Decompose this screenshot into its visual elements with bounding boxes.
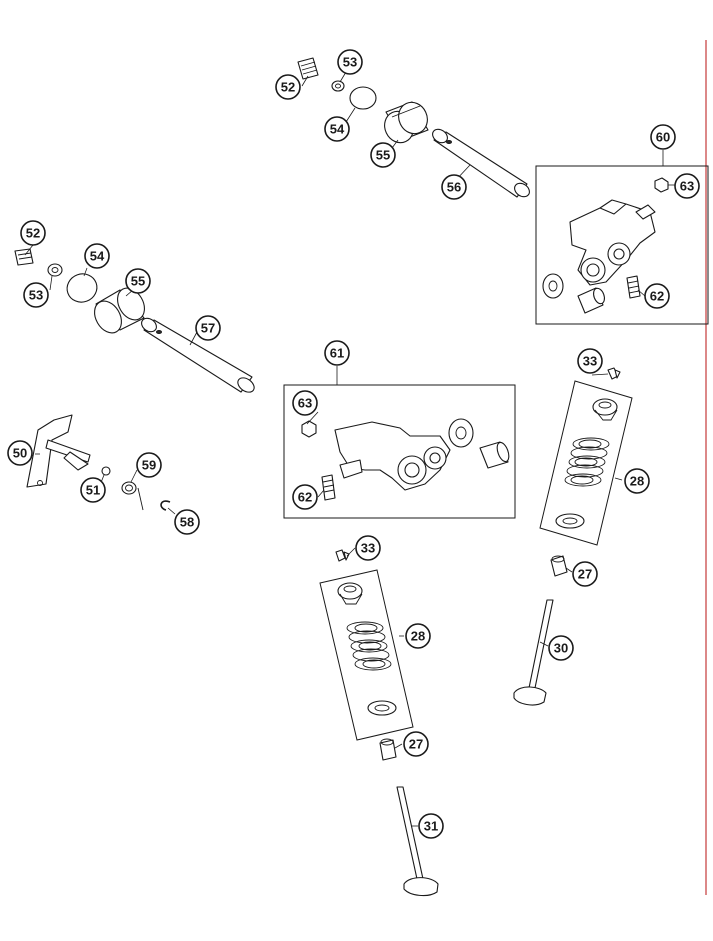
decompression-shaft xyxy=(26,414,91,488)
callout-33-left: 33 xyxy=(355,535,381,561)
callout-51: 51 xyxy=(80,477,106,503)
callout-label: 30 xyxy=(554,641,568,656)
valve-spring-left xyxy=(346,621,392,671)
valve-spring-box-right xyxy=(539,380,633,546)
callout-label: 55 xyxy=(131,274,145,289)
callout-61: 61 xyxy=(324,340,350,366)
callout-53-lower: 53 xyxy=(23,282,49,308)
valve-stem-seal-left xyxy=(379,738,397,761)
spring-retainer-right xyxy=(592,398,618,421)
callout-28-right: 28 xyxy=(624,468,650,494)
callout-27-right: 27 xyxy=(572,561,598,587)
spring-seat-right xyxy=(555,513,585,529)
callout-label: 53 xyxy=(343,55,357,70)
callout-58: 58 xyxy=(174,509,200,535)
callout-57: 57 xyxy=(195,315,221,341)
callout-label: 52 xyxy=(281,80,295,95)
upper-shaft-washer xyxy=(331,80,345,92)
callout-label: 33 xyxy=(361,541,375,556)
callout-label: 54 xyxy=(330,122,345,137)
callout-label: 53 xyxy=(29,288,43,303)
callout-label: 56 xyxy=(447,180,461,195)
upper-shaft-screw xyxy=(297,57,319,80)
lower-shaft-o-ring xyxy=(66,273,98,303)
callout-28-left: 28 xyxy=(405,623,431,649)
callout-label: 28 xyxy=(411,629,425,644)
upper-shaft-bushing xyxy=(384,101,429,144)
callout-30: 30 xyxy=(548,635,574,661)
rocker-pin-60 xyxy=(577,287,605,314)
rocker-arm-61 xyxy=(334,421,451,491)
rocker-pin-61 xyxy=(479,441,510,469)
callout-63-upper: 63 xyxy=(674,173,700,199)
upper-shaft-o-ring xyxy=(349,86,377,110)
callout-52-lower: 52 xyxy=(20,220,46,246)
valve-spring-right xyxy=(564,437,610,487)
leader-lines xyxy=(24,71,675,827)
callout-label: 61 xyxy=(330,346,344,361)
callout-label: 62 xyxy=(650,289,664,304)
intake-valve xyxy=(396,786,439,897)
spring-retainer-left xyxy=(337,582,363,605)
callout-label: 50 xyxy=(13,446,27,461)
callout-label: 52 xyxy=(26,226,40,241)
exhaust-valve xyxy=(513,599,554,706)
decompression-ball xyxy=(101,466,111,476)
callout-label: 59 xyxy=(142,458,156,473)
callout-59: 59 xyxy=(136,452,162,478)
callout-label: 58 xyxy=(180,515,194,530)
callout-55-lower: 55 xyxy=(125,268,151,294)
callout-50: 50 xyxy=(7,440,33,466)
callout-54-upper: 54 xyxy=(324,116,350,142)
callout-62-upper: 62 xyxy=(644,283,670,309)
spring-seat-left xyxy=(367,700,397,716)
adjust-screw-60 xyxy=(626,275,641,299)
callout-56: 56 xyxy=(441,174,467,200)
lower-shaft-washer xyxy=(47,263,63,277)
callout-label: 31 xyxy=(424,819,438,834)
rocker-roller-60 xyxy=(542,273,564,299)
valve-stem-seal-right xyxy=(550,555,568,577)
decompression-circlip xyxy=(160,500,171,511)
callout-54-lower: 54 xyxy=(84,243,110,269)
rocker-nut-60 xyxy=(654,177,669,193)
rocker-assembly-box-60 xyxy=(535,165,709,325)
rocker-assembly-box-61 xyxy=(283,384,516,519)
callout-53-upper: 53 xyxy=(337,49,363,75)
adjust-screw-61 xyxy=(321,474,336,501)
callout-27-left: 27 xyxy=(403,731,429,757)
callout-63-lower: 63 xyxy=(292,390,318,416)
callout-label: 63 xyxy=(298,396,312,411)
decompression-spring xyxy=(121,481,144,511)
rocker-nut-61 xyxy=(301,420,317,438)
callout-55-upper: 55 xyxy=(370,142,396,168)
callout-label: 63 xyxy=(680,179,694,194)
rocker-roller-61 xyxy=(448,418,474,448)
callout-label: 57 xyxy=(201,321,215,336)
callout-label: 51 xyxy=(86,483,100,498)
callout-label: 27 xyxy=(409,737,423,752)
rocker-arm-60 xyxy=(569,199,656,286)
callout-31: 31 xyxy=(418,813,444,839)
callout-33-right: 33 xyxy=(577,348,603,374)
callout-label: 54 xyxy=(90,249,105,264)
callout-label: 27 xyxy=(578,567,592,582)
callout-52-upper: 52 xyxy=(275,74,301,100)
valve-spring-box-left xyxy=(319,569,414,741)
upper-rocker-shaft xyxy=(432,128,530,198)
valve-keeper-left xyxy=(335,549,350,562)
callout-label: 60 xyxy=(656,130,670,145)
lower-shaft-screw xyxy=(14,248,34,266)
callout-62-lower: 62 xyxy=(292,484,318,510)
lower-shaft-bushing xyxy=(94,287,145,334)
callout-label: 33 xyxy=(583,354,597,369)
valve-keeper-right xyxy=(607,367,621,380)
callout-60: 60 xyxy=(650,124,676,150)
callout-label: 55 xyxy=(376,148,390,163)
callout-label: 62 xyxy=(298,490,312,505)
callout-label: 28 xyxy=(630,474,644,489)
lower-rocker-shaft xyxy=(141,317,255,393)
